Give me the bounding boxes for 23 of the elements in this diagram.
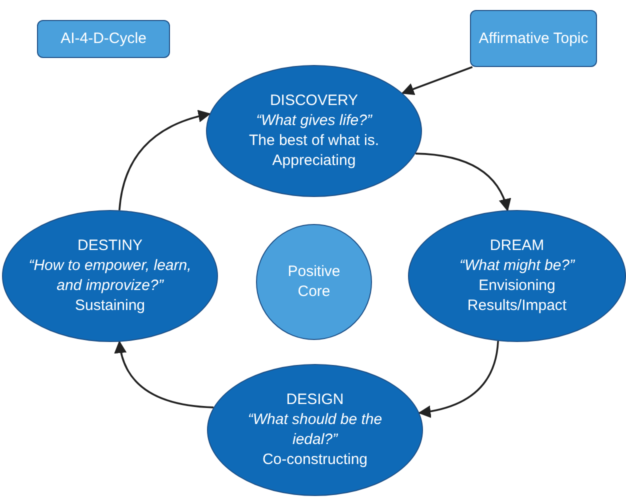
node-text: Sustaining	[74, 296, 146, 316]
label-box	[470, 10, 597, 67]
node-text: The best of what is.	[248, 131, 380, 151]
arrow	[415, 152, 510, 212]
node-text: Co-constructing	[262, 450, 368, 470]
arrow	[114, 340, 214, 408]
arrow	[401, 66, 473, 96]
node-title: DISCOVERY	[270, 91, 358, 111]
node-text: Envisioning Results/Impact	[466, 276, 568, 316]
question-text: “What gives life?”	[256, 111, 372, 131]
node-title: DESTINY	[77, 236, 142, 256]
node-title: AI-4-D-Cycle	[60, 29, 146, 49]
question-text: “How to empower, learn, and improvize?”	[28, 256, 192, 296]
node-title: DESIGN	[286, 390, 344, 410]
node-title: DREAM	[490, 236, 544, 256]
arrow	[418, 340, 499, 418]
question-text: “What might be?”	[459, 256, 575, 276]
question-text: “What should be the iedal?”	[246, 410, 384, 450]
node-title: Affirmative Topic	[478, 28, 588, 48]
label-box	[37, 20, 170, 58]
node-title: Positive Core	[286, 262, 342, 302]
node-text: Appreciating	[272, 151, 356, 171]
arrow	[118, 110, 211, 210]
